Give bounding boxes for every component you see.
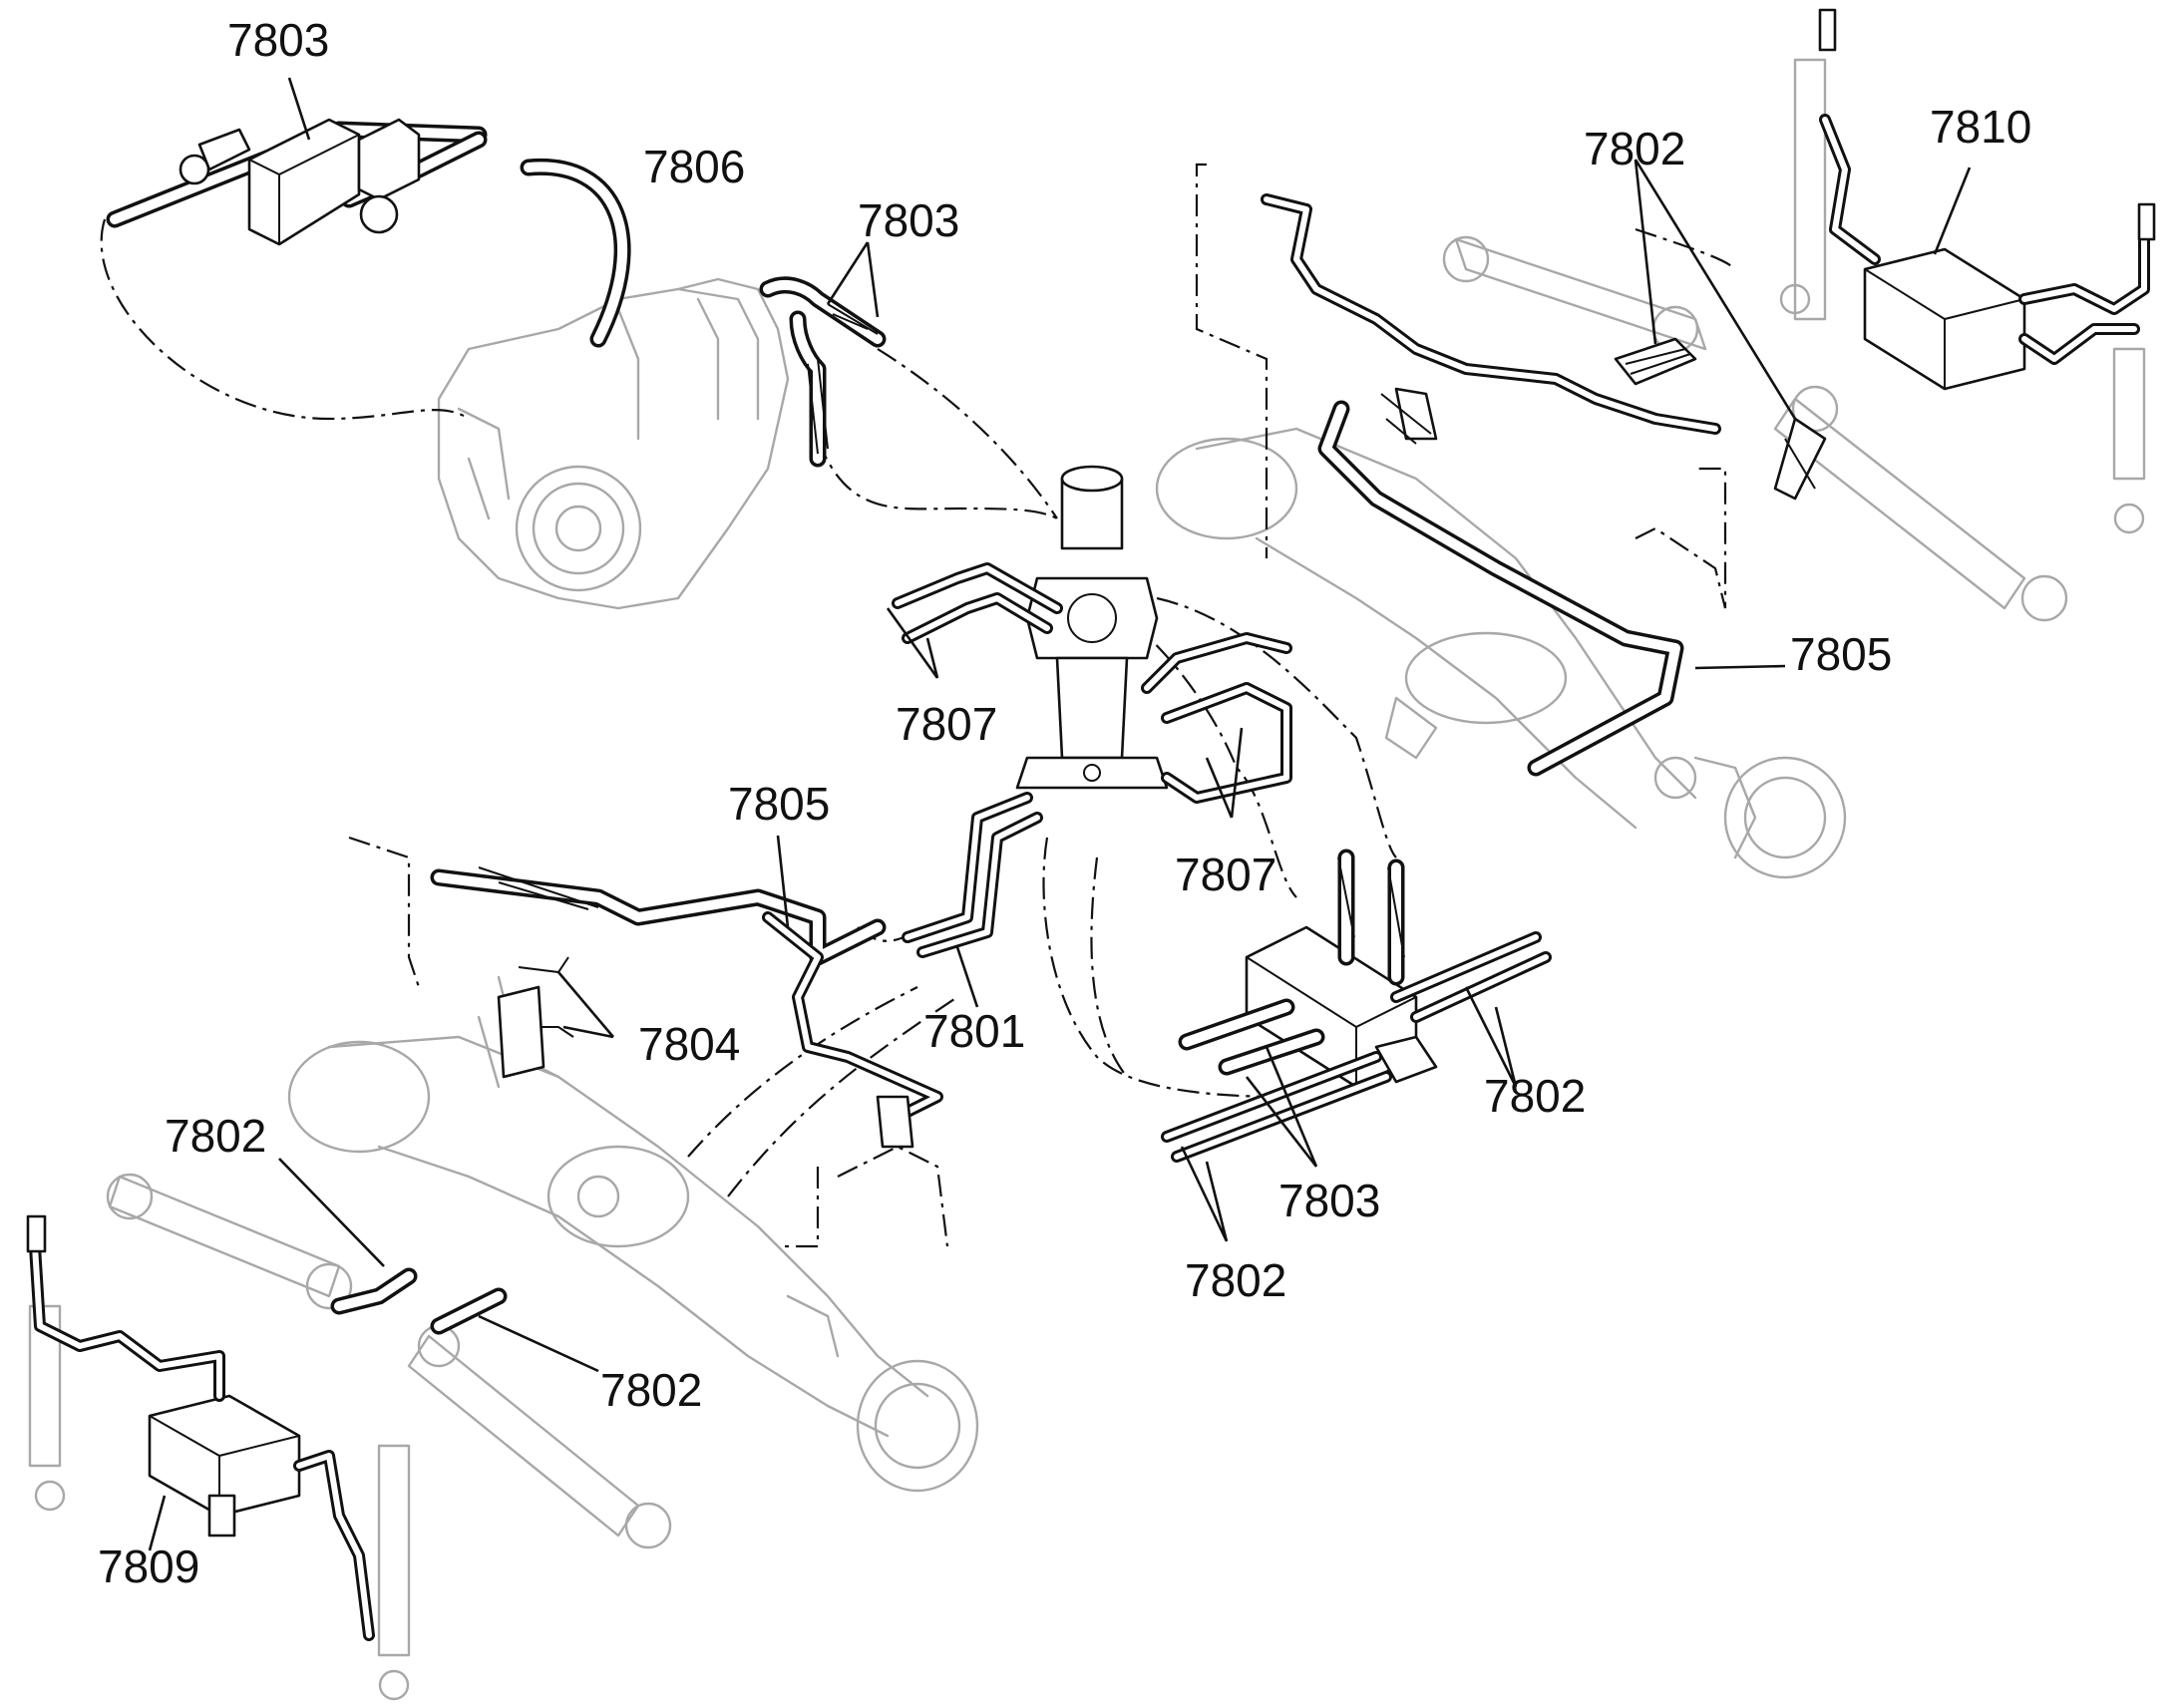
callouts: 7803 7806 7803 7802 7810 7805 7807 7807 … [98,14,2031,1592]
pipes-7801 [902,792,1043,958]
callout-7801: 7801 [923,1005,1025,1057]
transmission-housing [437,277,790,610]
hoses-7802-bottom [330,1267,508,1335]
callout-7803-mid: 7803 [858,194,959,246]
callout-7802-left: 7802 [165,1110,266,1162]
callout-7807-right: 7807 [1175,849,1276,900]
valve-block-7810 [1818,8,2156,391]
callout-7802-rail: 7802 [1484,1070,1586,1122]
callout-7806: 7806 [643,141,745,192]
callout-7803-top: 7803 [227,14,329,66]
callout-7802-top: 7802 [1584,123,1685,174]
hoses-7803-mid [759,276,887,468]
callout-7807-left: 7807 [896,698,997,750]
pipe-7805-right [1261,193,1721,777]
callout-7805-right: 7805 [1790,628,1892,680]
pipes-7804 [497,956,574,1079]
top-right-steering-cylinders [1442,58,2146,622]
center-lower-manifold [1161,849,1552,1163]
pipe-7805-mid [430,866,943,1149]
pipes-7807 [892,562,1292,804]
callout-7804: 7804 [638,1018,740,1070]
central-steering-valve [1015,465,1169,790]
leader-lines [148,77,1972,1551]
top-left-valve-block [106,118,488,246]
callout-7802-cyl: 7802 [600,1364,702,1416]
hose-7806 [520,158,631,348]
callout-7802-low: 7802 [1185,1254,1286,1306]
bottom-left-steering-cylinders [28,1173,672,1701]
callout-7809: 7809 [98,1540,199,1592]
callout-7810: 7810 [1930,101,2031,153]
front-axle [1155,427,1847,879]
hoses-7802-top [1614,337,1827,501]
valve-block-7809 [26,1214,375,1641]
callout-7805-mid: 7805 [728,778,830,830]
callout-7803-low: 7803 [1278,1175,1380,1226]
